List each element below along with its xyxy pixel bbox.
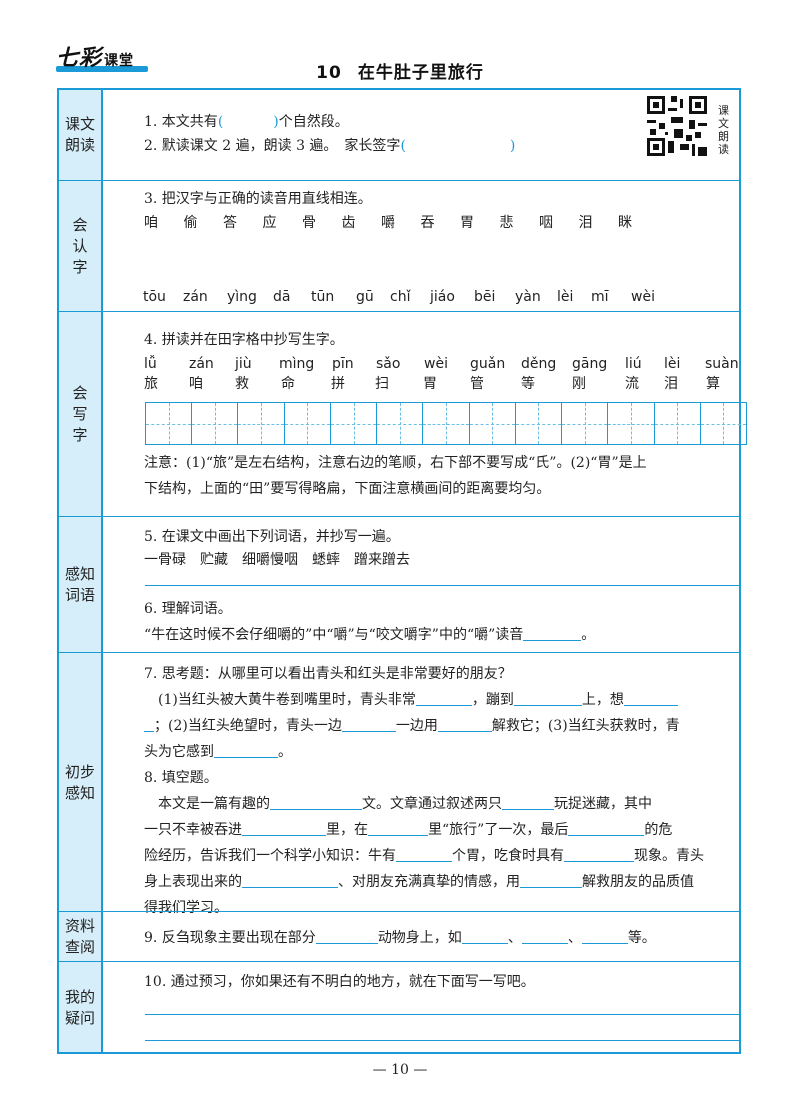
brand-suffix: 课堂 — [104, 53, 135, 69]
brand-underline — [56, 66, 148, 72]
label-words: 感知词语 — [65, 565, 96, 604]
label-reference: 资料查阅 — [65, 917, 96, 956]
row-reference: 资料查阅 9. 反刍现象主要出现在部分动物身上，如、、等。 — [59, 911, 739, 962]
grid-cell[interactable] — [515, 403, 563, 444]
q8-blank-7[interactable] — [564, 847, 634, 862]
row-understand: 初步感知 7. 思考题：从哪里可以看出青头和红头是非常要好的朋友？ (1)当红头… — [59, 652, 739, 916]
label-recognize: 会认字 — [72, 216, 88, 276]
q10: 10. 通过预习，你如果还有不明白的地方，就在下面写一写吧。 — [144, 974, 535, 990]
q9-blank-3[interactable] — [521, 929, 568, 944]
row-recognize: 会认字 3. 把汉字与正确的读音用直线相连。 咱偷答应骨齿嚼吞胃悲咽泪眯 tōu… — [59, 180, 739, 312]
grid-cell[interactable] — [608, 403, 655, 444]
grid-cell[interactable] — [423, 403, 470, 444]
page-number: — 10 — — [372, 1062, 428, 1078]
q8-blank-2[interactable] — [502, 795, 554, 810]
tianzige-grid[interactable] — [145, 402, 747, 445]
grid-cell[interactable] — [146, 403, 193, 444]
grid-cell[interactable] — [654, 403, 701, 444]
q10-answer-line-2[interactable] — [145, 1040, 739, 1041]
q8-blank-5[interactable] — [568, 821, 645, 836]
label-column — [59, 90, 103, 1052]
brand-logo: 七彩课堂 — [56, 44, 150, 74]
q8-blank-4[interactable] — [368, 821, 428, 836]
qr-label: 课文朗读 — [718, 104, 729, 156]
grid-cell[interactable] — [562, 403, 609, 444]
brand-name: 七彩 — [56, 46, 103, 71]
grid-cell[interactable] — [469, 403, 516, 444]
q8-blank-6[interactable] — [396, 847, 452, 862]
label-read: 课文朗读 — [65, 115, 96, 154]
grid-cell[interactable] — [192, 403, 239, 444]
label-questions: 我的疑问 — [65, 987, 96, 1027]
q8-blank-8[interactable] — [242, 873, 338, 888]
q8-blank-9[interactable] — [520, 873, 582, 888]
q1: 1. 本文共有()个自然段。 — [144, 114, 349, 130]
q8-blank-1[interactable] — [270, 795, 362, 810]
grid-cell[interactable] — [377, 403, 424, 444]
row-read: 课文朗读 1. 本文共有()个自然段。 2. 默读课文 2 遍，朗读 3 遍。 … — [59, 90, 739, 180]
label-understand: 初步感知 — [65, 762, 96, 802]
q7-blank-3b[interactable] — [144, 717, 154, 732]
write-chars: 旅咱救命拼扫胃管等刚流泪算 — [144, 376, 720, 392]
lesson-number: 10 — [316, 63, 342, 83]
q4: 4. 拼读并在田字格中抄写生字。 — [144, 332, 344, 348]
recognize-chars: 咱偷答应骨齿嚼吞胃悲咽泪眯 — [144, 215, 632, 231]
write-note: 注意：(1)“旅”是左右结构，注意右边的笔顺，右下部不要写成“氏”。(2)“胃”… — [144, 455, 647, 497]
q3: 3. 把汉字与正确的读音用直线相连。 — [144, 191, 372, 207]
q9-blank-2[interactable] — [461, 929, 508, 944]
q10-answer-line-1[interactable] — [145, 1014, 739, 1015]
q7-blank-3[interactable] — [623, 691, 678, 706]
row-words: 感知词语 5. 在课文中画出下列词语，并抄写一遍。 一骨碌 贮藏 细嚼慢咽 蟋蟀… — [59, 516, 739, 653]
q6-text: “牛在这时候不会仔细嚼的”中“嚼”与“咬文嚼字”中的“嚼”读音。 — [144, 626, 596, 643]
q7-blank-2[interactable] — [513, 691, 582, 706]
q7-blank-1[interactable] — [415, 691, 472, 706]
q9-blank-4[interactable] — [581, 929, 628, 944]
q7-blank-6[interactable] — [214, 743, 278, 758]
q5-words: 一骨碌 贮藏 细嚼慢咽 蟋蟀 蹭来蹭去 — [144, 552, 410, 568]
lesson-title: 在牛肚子里旅行 — [357, 63, 484, 83]
q2: 2. 默读课文 2 遍，朗读 3 遍。 家长签字() — [144, 138, 516, 154]
q9: 9. 反刍现象主要出现在部分动物身上，如、、等。 — [144, 929, 656, 946]
q7: 7. 思考题：从哪里可以看出青头和红头是非常要好的朋友？ (1)当红头被大黄牛卷… — [144, 666, 704, 916]
row-questions: 我的疑问 10. 通过预习，你如果还有不明白的地方，就在下面写一写吧。 — [59, 961, 739, 1053]
q7-blank-5[interactable] — [437, 717, 492, 732]
q5: 5. 在课文中画出下列词语，并抄写一遍。 — [144, 529, 400, 545]
page-title: 10 在牛肚子里旅行 — [0, 58, 800, 83]
q7-blank-4[interactable] — [341, 717, 396, 732]
worksheet-table: 课文朗读 1. 本文共有()个自然段。 2. 默读课文 2 遍，朗读 3 遍。 … — [57, 88, 747, 1054]
grid-cell[interactable] — [700, 403, 747, 444]
grid-cell[interactable] — [284, 403, 331, 444]
q8-blank-3[interactable] — [242, 821, 326, 836]
q6: 6. 理解词语。 — [144, 601, 232, 617]
q6-blank[interactable] — [523, 626, 582, 641]
q5-answer-line[interactable] — [145, 585, 739, 586]
q9-blank-1[interactable] — [315, 929, 378, 944]
label-write: 会写字 — [72, 384, 88, 444]
grid-cell[interactable] — [238, 403, 285, 444]
grid-cell[interactable] — [330, 403, 378, 444]
qr-code-icon[interactable] — [647, 96, 707, 156]
